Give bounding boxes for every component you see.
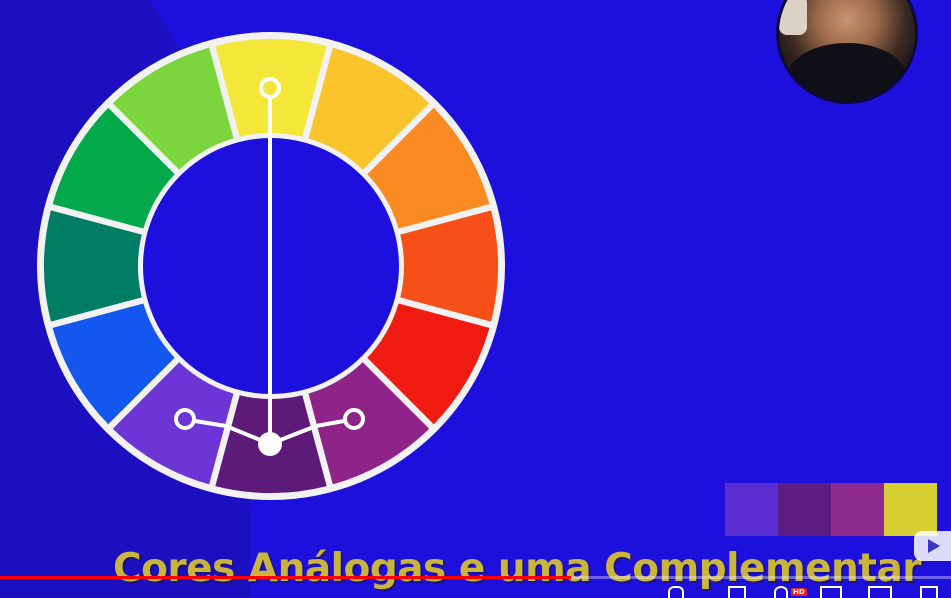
presenter-webcam — [776, 0, 918, 104]
volume-icon[interactable] — [668, 586, 684, 598]
theater-mode-icon[interactable] — [868, 586, 892, 598]
wheel-segment-red-violet — [308, 362, 430, 485]
pointer-left-branch-b — [193, 419, 228, 428]
player-controls — [640, 586, 951, 598]
miniplayer-icon[interactable] — [820, 586, 842, 598]
pointer-right-branch-b — [314, 419, 346, 428]
wheel-segment-blue-green — [43, 210, 142, 322]
wheel-segment-orange — [367, 107, 490, 229]
complementary-pointer-diagram — [174, 77, 365, 456]
youtube-logo-button[interactable] — [914, 531, 951, 561]
wheel-segment-yellow-orange — [308, 47, 430, 170]
wheel-segment-blue — [52, 303, 175, 425]
pointer-marker-red-violet — [343, 408, 365, 430]
wheel-segment-red-orange — [400, 210, 498, 322]
wheel-segment-red — [367, 303, 490, 425]
palette-swatches — [725, 483, 937, 536]
pointer-hub-violet — [258, 432, 282, 456]
progress-fill — [0, 576, 571, 579]
pointer-marker-yellow — [259, 77, 281, 99]
wheel-segment-blue-violet — [112, 362, 234, 485]
palette-swatch-4 — [884, 483, 937, 536]
wheel-segment-yellow-green — [112, 47, 234, 170]
settings-gear-icon[interactable] — [774, 586, 788, 598]
palette-swatch-2 — [778, 483, 831, 536]
fullscreen-icon[interactable] — [920, 586, 938, 598]
hd-badge: HD — [791, 588, 807, 596]
subtitles-icon[interactable] — [728, 586, 746, 598]
play-icon — [928, 539, 940, 553]
video-caption: Cores Análogas e uma Complementar — [113, 546, 922, 591]
progress-bar[interactable] — [0, 576, 951, 579]
wheel-segment-green — [52, 107, 175, 229]
wheel-segment-yellow — [215, 38, 327, 137]
pointer-marker-blue-violet — [174, 408, 196, 430]
palette-swatch-3 — [831, 483, 884, 536]
palette-swatch-1 — [725, 483, 778, 536]
